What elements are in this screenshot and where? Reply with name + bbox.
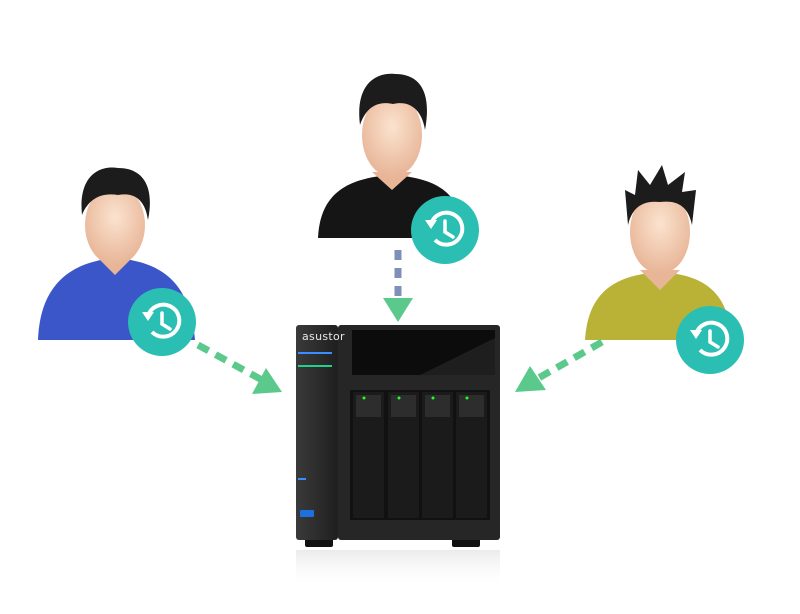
restore-clock-icon (674, 304, 746, 376)
arrow-top-to-nas (383, 250, 413, 322)
brand-logo: asustor (302, 330, 345, 343)
restore-clock-icon (126, 286, 198, 358)
user-left-avatar (38, 167, 198, 358)
user-top-avatar (318, 73, 481, 266)
arrow-right-to-nas (515, 338, 604, 392)
drive-bays (353, 392, 487, 518)
user-right-avatar (585, 165, 746, 376)
arrow-left-to-nas (196, 341, 282, 394)
nas-device-icon: asustor (296, 325, 500, 590)
restore-clock-icon (409, 194, 481, 266)
